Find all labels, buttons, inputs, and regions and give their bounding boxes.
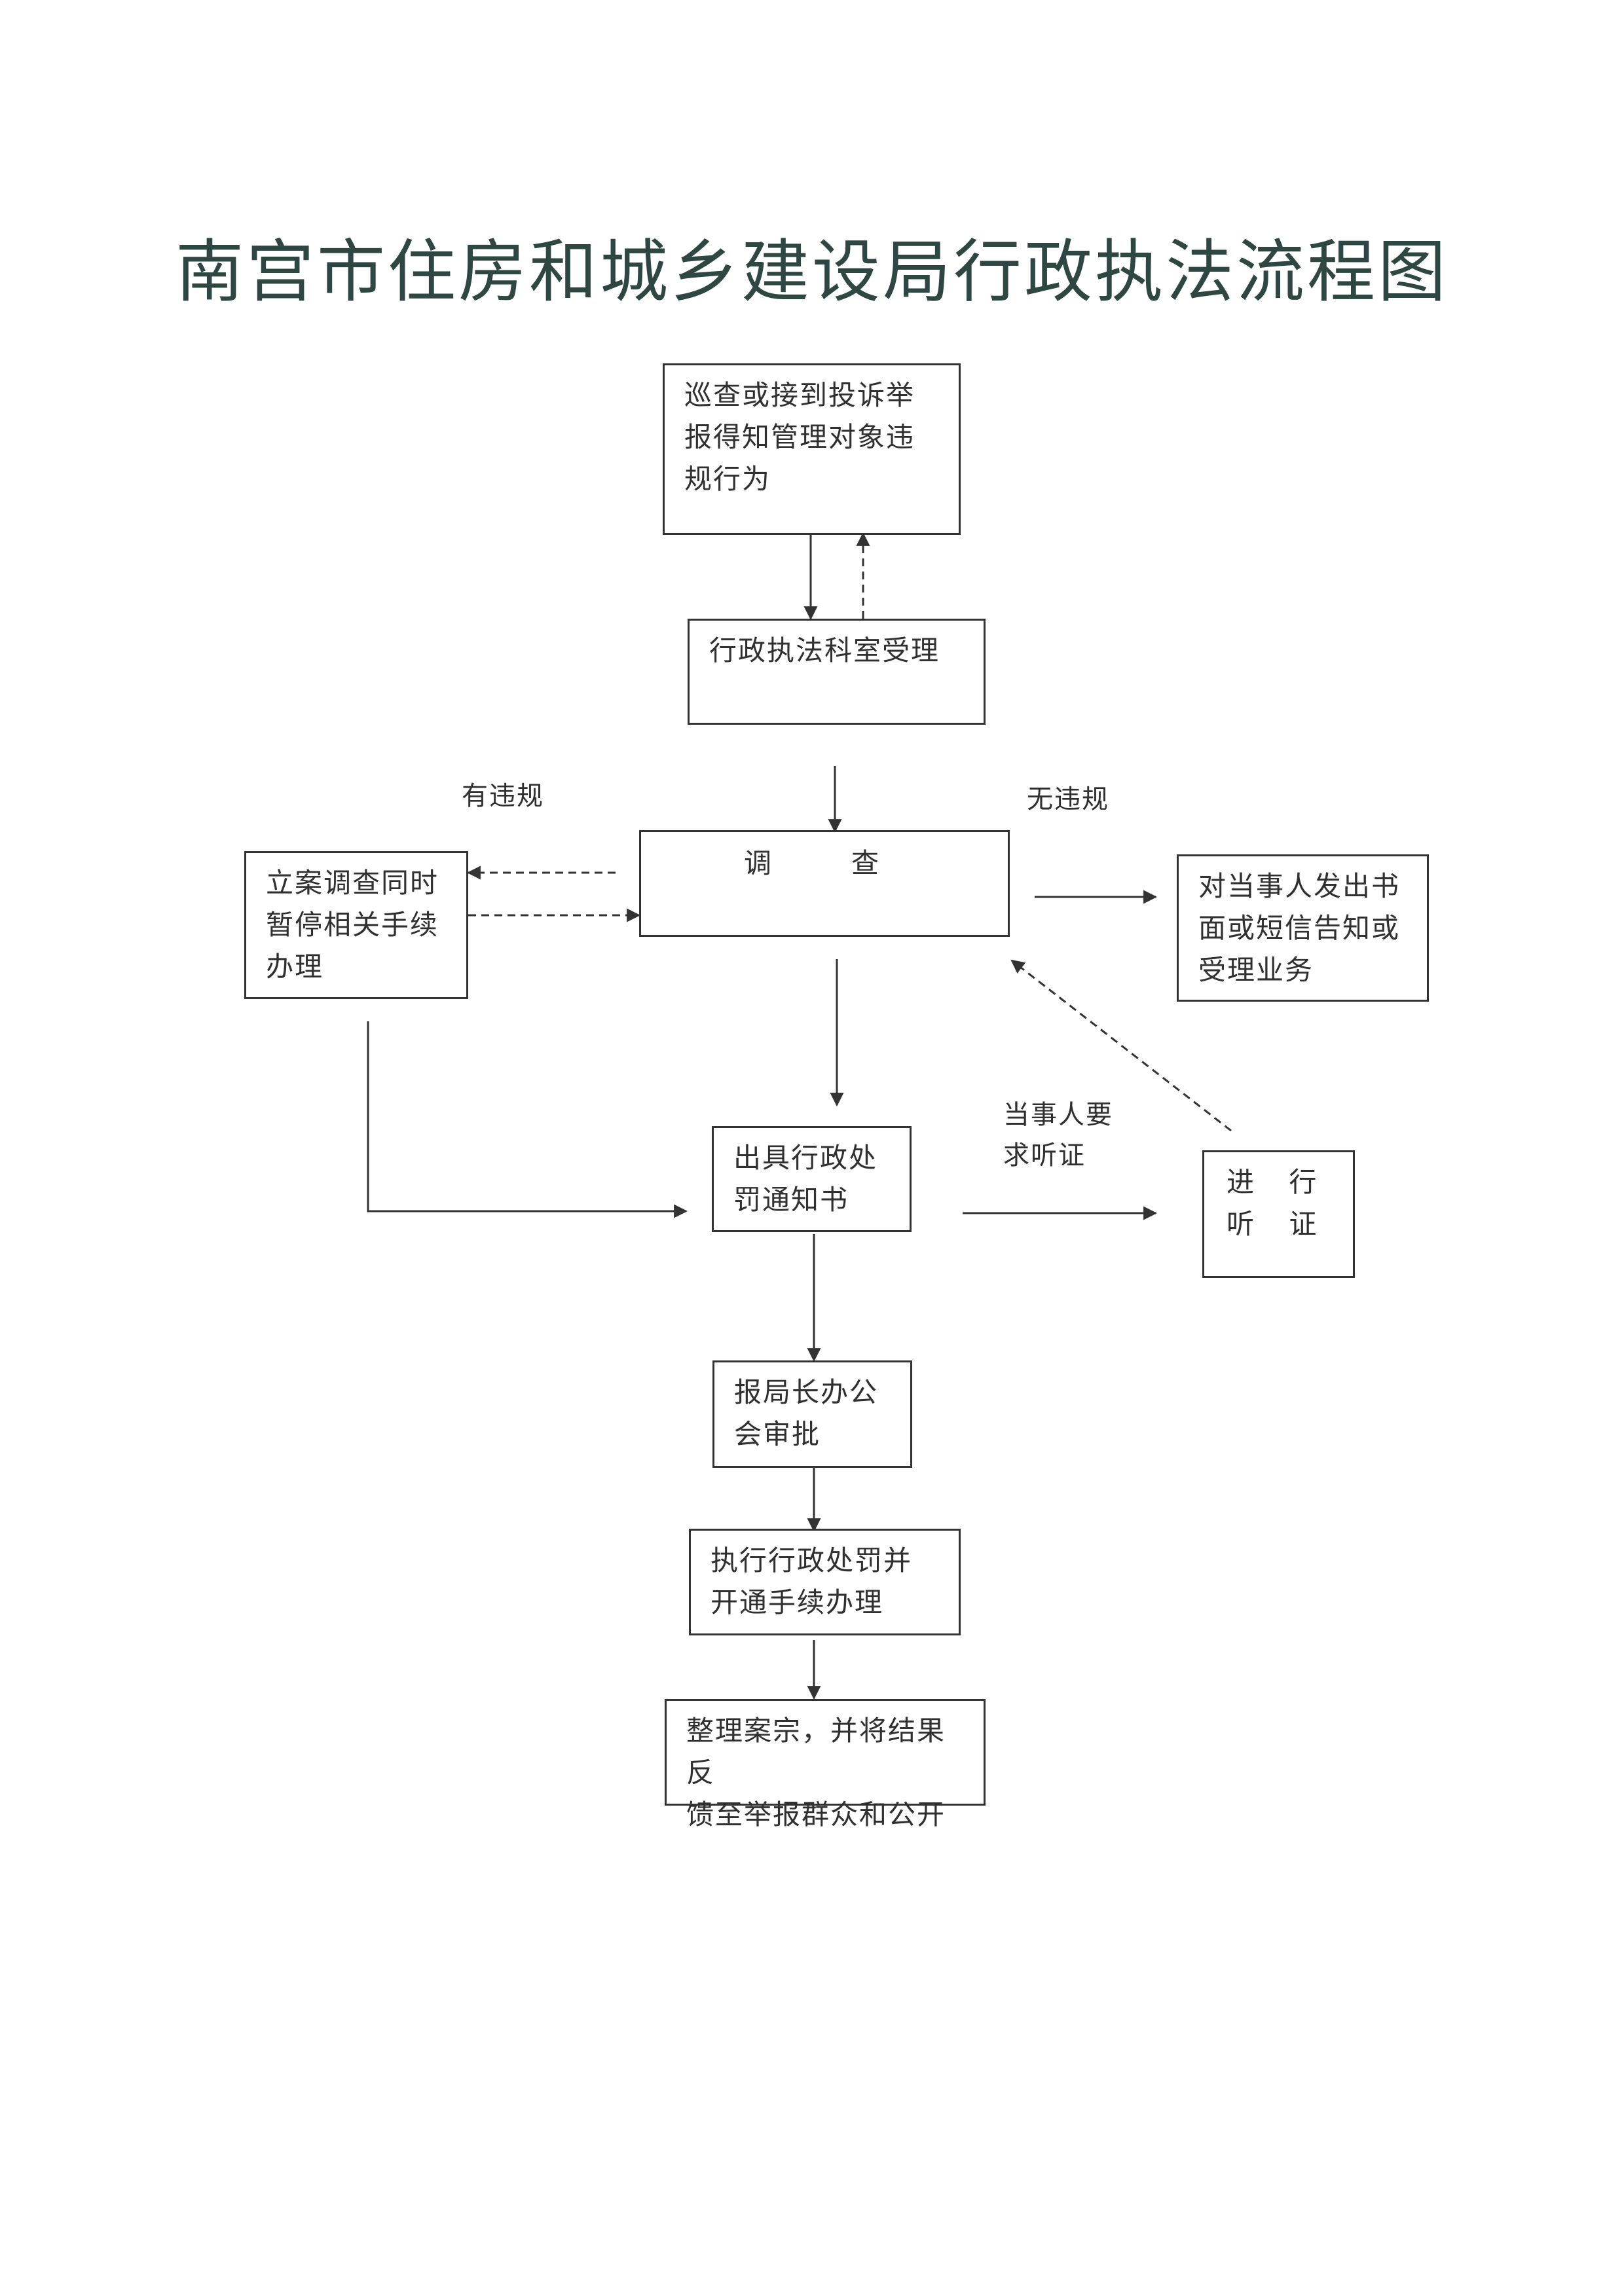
node-execute: 执行行政处罚并 开通手续办理 [689, 1529, 961, 1635]
page-title: 南宫市住房和城乡建设局行政执法流程图 [175, 232, 1449, 312]
node-archive: 整理案宗，并将结果反 馈至举报群众和公开 [665, 1699, 986, 1831]
node-notify: 对当事人发出书 面或短信告知或 受理业务 [1177, 854, 1429, 1002]
arrow-hearing-to-survey [1010, 959, 1232, 1132]
node-patrol: 巡查或接到投诉举 报得知管理对象违 规行为 [663, 363, 961, 535]
node-penalty-notice: 出具行政处 罚通知书 [712, 1126, 912, 1232]
node-survey: 调 查 [639, 830, 1010, 937]
node-hearing: 进 行 听 证 [1202, 1150, 1355, 1278]
label-no-violation: 无违规 [1027, 784, 1109, 814]
node-accept: 行政执法科室受理 [688, 619, 986, 725]
node-file-case: 立案调查同时 暂停相关手续 办理 [244, 851, 468, 999]
arrow-filecase-to-penalty [367, 1021, 688, 1218]
label-violation: 有违规 [462, 781, 544, 811]
node-director-approval: 报局长办公 会审批 [712, 1360, 912, 1468]
label-request-hearing: 当事人要 求听证 [1003, 1100, 1113, 1171]
